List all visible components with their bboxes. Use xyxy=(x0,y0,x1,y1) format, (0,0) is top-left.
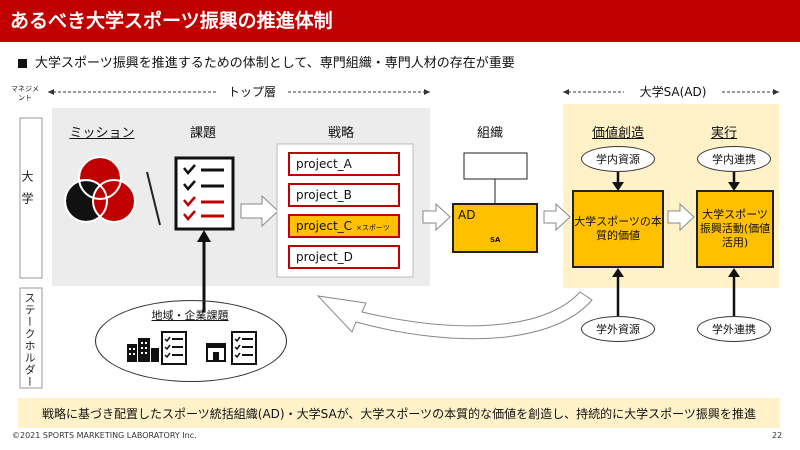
university-bracket xyxy=(19,117,43,279)
bottom-message: 戦略に基づき配置したスポーツ統括組織(AD)・大学SAが、大学スポーツの本質的な… xyxy=(18,398,780,428)
footer-copyright: ©2021 SPORTS MARKETING LABORATORY Inc. xyxy=(12,431,197,440)
issues-to-strategy-arrow xyxy=(240,194,279,228)
top-layer-span-arrow xyxy=(48,89,430,95)
heading-mission: ミッション xyxy=(69,126,135,141)
heading-organization: 組織 xyxy=(476,126,503,141)
subtitle-text: 大学スポーツ振興を推進するための体制として、専門組織・専門人材の存在が重要 xyxy=(35,56,515,71)
top-layer-label: トップ層 xyxy=(222,83,282,100)
project-note: ×スポーツ xyxy=(356,224,390,232)
ad-label: AD xyxy=(458,208,476,222)
project-label: project_D xyxy=(296,250,353,264)
strategy-to-ad-arrow xyxy=(422,202,451,232)
external-collab-oval: 学外連携 xyxy=(697,316,771,342)
side-label-stakeholder: ステークホルダー xyxy=(23,292,36,388)
project-item-highlighted: project_C×スポーツ xyxy=(288,214,400,238)
stakeholder-group-label: 地域・企業課題 xyxy=(151,309,229,322)
value-to-execution-arrow xyxy=(667,202,695,232)
stakeholder-oval xyxy=(95,300,287,382)
execution-box: 大学スポーツ振興活動(価値活用) xyxy=(696,190,774,268)
internal-collab-oval: 学内連携 xyxy=(697,146,771,172)
heading-issues: 課題 xyxy=(189,126,216,141)
external-resources-oval: 学外資源 xyxy=(581,316,655,342)
divider-slash xyxy=(146,171,161,226)
project-label: project_C xyxy=(296,219,353,233)
sa-layer-span-arrow xyxy=(563,89,779,95)
project-item: project_D xyxy=(288,245,400,269)
feedback-arrow xyxy=(316,291,593,340)
project-item: project_A xyxy=(288,152,400,176)
subtitle: 大学スポーツ振興を推進するための体制として、専門組織・専門人材の存在が重要 xyxy=(18,52,515,71)
issues-checklist-icon xyxy=(174,156,235,231)
org-chart-box xyxy=(463,152,528,180)
side-label-university: 大学 xyxy=(20,170,34,214)
mission-venn-icon xyxy=(64,156,136,223)
value-box: 大学スポーツの本質的価値 xyxy=(572,190,664,268)
ad-to-value-arrow xyxy=(543,202,571,232)
project-label: project_A xyxy=(296,157,352,171)
heading-strategy: 戦略 xyxy=(327,126,354,141)
title-bar xyxy=(0,0,800,42)
square-bullet-icon xyxy=(18,59,27,68)
project-label: project_B xyxy=(296,188,352,202)
stakeholder-bracket xyxy=(19,287,43,389)
heading-value-creation: 価値創造 xyxy=(591,126,644,141)
page-number: 22 xyxy=(772,431,783,440)
internal-resources-oval: 学内資源 xyxy=(581,146,655,172)
sa-layer-label: 大学SA(AD) xyxy=(628,83,718,100)
project-item: project_B xyxy=(288,183,400,207)
heading-execution: 実行 xyxy=(710,126,737,141)
page-title: あるべき大学スポーツ振興の推進体制 xyxy=(10,10,333,32)
side-label-management: マネジメント xyxy=(11,85,39,102)
sa-badge: SA xyxy=(490,236,501,244)
ad-box xyxy=(452,203,538,253)
